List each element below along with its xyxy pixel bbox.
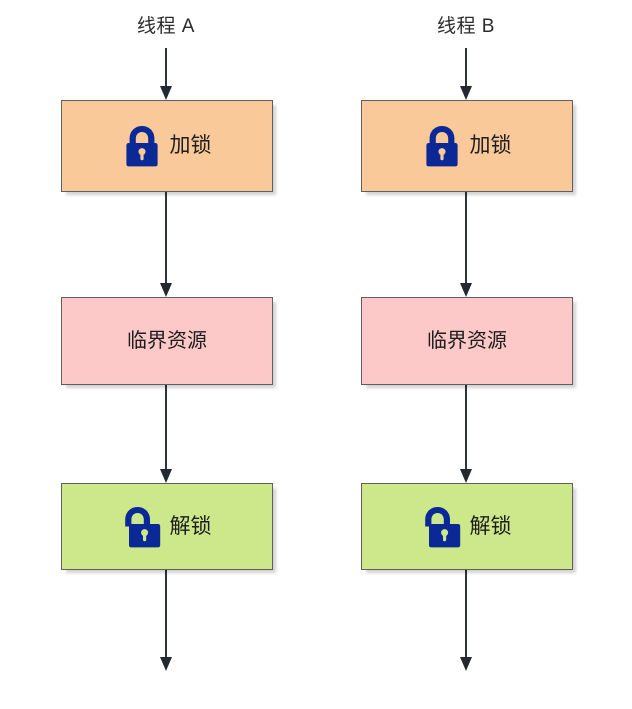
thread-column-a: 线程 A 加锁: [36, 0, 296, 709]
thread-label-b: 线程 B: [437, 16, 495, 37]
node-label-resource-a: 临界资源: [127, 330, 207, 352]
node-resource-a[interactable]: 临界资源: [61, 297, 273, 385]
node-resource-b[interactable]: 临界资源: [361, 297, 573, 385]
padlock-closed-icon: [125, 126, 158, 167]
node-content: 解锁: [423, 505, 512, 549]
node-label-unlock-b: 解锁: [469, 514, 512, 538]
node-lock-a[interactable]: 加锁: [61, 100, 273, 192]
node-content: 加锁: [123, 124, 212, 168]
node-label-lock-a: 加锁: [169, 134, 212, 157]
node-label-unlock-a: 解锁: [169, 514, 212, 538]
node-unlock-b[interactable]: 解锁: [361, 483, 573, 570]
node-lock-b[interactable]: 加锁: [361, 100, 573, 192]
node-content: 临界资源: [127, 330, 207, 352]
node-label-resource-b: 临界资源: [427, 330, 507, 352]
node-label-lock-b: 加锁: [469, 134, 512, 157]
node-unlock-a[interactable]: 解锁: [61, 483, 273, 570]
node-content: 解锁: [123, 505, 212, 549]
padlock-open-icon: [424, 506, 460, 547]
node-content: 临界资源: [427, 330, 507, 352]
node-content: 加锁: [423, 124, 512, 168]
padlock-closed-icon: [425, 126, 458, 167]
thread-column-b: 线程 B 加锁: [336, 0, 596, 709]
thread-label-a: 线程 A: [137, 16, 195, 37]
padlock-open-icon: [124, 506, 160, 547]
